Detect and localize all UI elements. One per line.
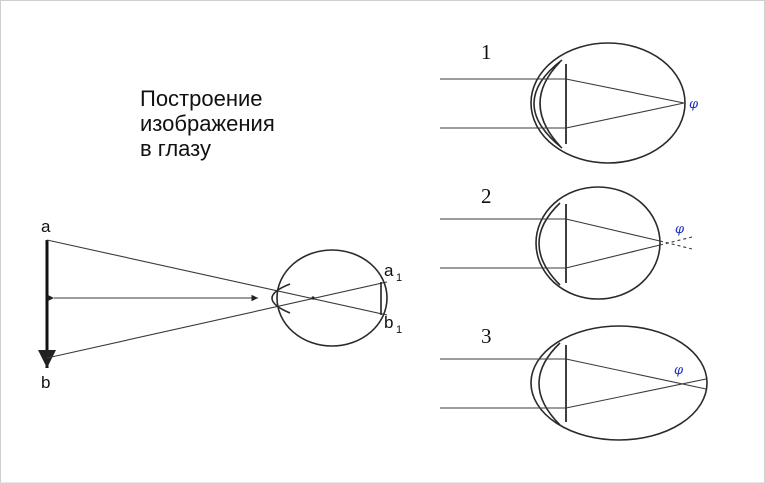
ray-b — [46, 281, 388, 359]
slide-title: Построение изображения в глазу — [140, 86, 275, 161]
title-line-3: в глазу — [140, 136, 212, 161]
eyeball-2 — [535, 186, 661, 300]
case-2-number: 2 — [481, 184, 492, 208]
focus-label-1: φ — [689, 97, 699, 112]
cornea-1 — [533, 59, 563, 149]
case-3-label-box — [432, 314, 550, 354]
label-a: a — [41, 217, 51, 236]
label-b: b — [41, 373, 50, 392]
label-b1-sub: 1 — [396, 324, 402, 336]
label-a1-sub: 1 — [396, 272, 402, 284]
focus-label-2: φ — [675, 222, 685, 237]
case-2-eye: 2 φ — [432, 176, 693, 300]
cornea-3 — [538, 342, 561, 426]
case-2-label-box — [432, 176, 550, 214]
label-a1: a — [384, 261, 394, 280]
title-line-1: Построение — [140, 86, 263, 111]
cornea-2 — [538, 202, 561, 286]
label-b1: b — [384, 313, 393, 332]
eyeball-large — [276, 249, 388, 347]
nodal-point — [311, 296, 315, 300]
image-construction-diagram: a b a 1 b 1 — [38, 217, 402, 392]
case-1-number: 1 — [481, 40, 492, 64]
case-1-label-box — [432, 29, 550, 71]
case-3-number: 3 — [481, 324, 492, 348]
ray-a — [46, 239, 388, 316]
cornea-large — [271, 283, 291, 314]
case-3-eye: 3 φ — [432, 314, 708, 441]
title-line-2: изображения — [140, 111, 275, 136]
case-1-normal-eye: 1 φ — [432, 29, 699, 164]
eyeball-1 — [530, 42, 686, 164]
eyeball-3 — [530, 325, 708, 441]
focus-label-3: φ — [674, 363, 684, 378]
